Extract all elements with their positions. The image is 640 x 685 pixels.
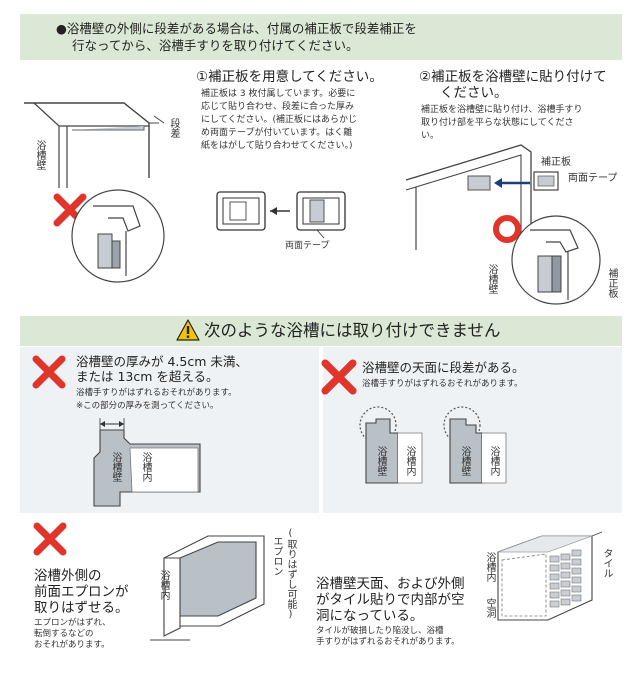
case2-label-wall-2: 浴槽壁	[459, 446, 470, 476]
red-x-icon	[321, 359, 357, 395]
case4-line3: 洞になっている。	[316, 608, 424, 624]
case2-note: 浴槽手すりがはずれるおそれがあります。	[362, 379, 523, 389]
step2-label-tape: 両面テープ	[568, 173, 618, 184]
label-step: 段差	[168, 118, 179, 138]
case4-label-inside: 浴槽内	[484, 552, 495, 582]
case2-label-inside-1: 浴槽内	[404, 446, 415, 476]
step2-label-plate-vertical: 補正板	[606, 268, 617, 298]
case3-note1: エプロンがはずれ、	[34, 618, 111, 628]
apron-diagram	[150, 535, 265, 641]
tub-wall-plate-diagram	[405, 144, 559, 250]
case4-line1: 浴槽壁天面、および外側	[316, 576, 465, 592]
step-top-diagram-2	[443, 406, 507, 484]
case3-label-removable: (取りはずし可能)	[285, 528, 296, 620]
tile-hollow-diagram	[497, 531, 603, 621]
step1-title: ①補正板を用意してください。	[196, 69, 383, 85]
case3-line2: 前面エプロンが	[34, 584, 129, 600]
step-top-diagram-1	[359, 406, 423, 484]
step2-body-2: 取り付け部を平らな状態にしてくださ	[421, 118, 574, 128]
case4-label-hollow: 空洞	[484, 598, 495, 618]
wall-thickness-diagram	[93, 418, 201, 507]
top-banner-line2: 行なってから、浴槽手すりを取り付けてください。	[72, 38, 359, 53]
case4-note2: 手すりがはずれるおそれがあります。	[316, 637, 460, 647]
label-wall-left: 浴槽壁	[34, 140, 45, 170]
case3-note3: おそれがあります。	[34, 640, 110, 650]
case4-note1: タイルが破損したり陥没し、浴槽	[316, 626, 444, 636]
red-circle-ok-icon	[493, 215, 521, 243]
magnified-bad-mount	[71, 189, 165, 283]
step2-title-line2: ください。	[440, 85, 508, 101]
case1-note1: 浴槽手すりがはずれるおそれがあります。	[76, 388, 237, 398]
magnified-good-mount	[511, 215, 601, 305]
case1-line1: 浴槽壁の厚みが 4.5cm 未満、	[76, 354, 248, 369]
case2-label-inside-2: 浴槽内	[488, 446, 499, 476]
step1-body-5: 紙をはがして貼り合わせてください。)	[201, 141, 353, 151]
case1-label-wall: 浴槽壁	[110, 452, 121, 482]
case2-title: 浴槽壁の天面に段差がある。	[362, 360, 525, 375]
top-banner-line1: ●浴槽壁の外側に段差がある場合は、付属の補正板で段差補正を	[56, 21, 417, 36]
case3-label-apron: エプロン	[271, 536, 282, 576]
step2-title-line1: ②補正板を浴槽壁に貼り付けて	[419, 69, 607, 85]
top-banner: ●浴槽壁の外側に段差がある場合は、付属の補正板で段差補正を 行なってから、浴槽手…	[20, 14, 622, 60]
step2-body-3: い。	[421, 131, 440, 141]
case4-label-tile: タイル	[601, 548, 612, 578]
red-x-icon	[32, 355, 66, 389]
plates-illustration	[216, 191, 346, 239]
step1-body-4: め両面テープが付いています。はく離	[201, 128, 353, 138]
case1-line2: または 13cm を超える。	[76, 369, 219, 384]
case4-line2: がタイル貼りで内部が空	[316, 592, 465, 608]
case3-line1: 浴槽外側の	[34, 568, 102, 584]
warning-header-band	[20, 316, 622, 346]
step1-body-1: 補正板は 3 枚付属しています。必要に	[201, 89, 356, 99]
case2-label-wall-1: 浴槽壁	[375, 446, 386, 476]
case3-note2: 転倒するなどの	[34, 629, 94, 639]
step1-body-3: にしてください。(補正板にはあらかじ	[201, 115, 357, 125]
step1-body-2: 応じて貼り合わせ、段差に合った厚み	[201, 102, 355, 112]
case1-note2: ※この部分の厚みを測ってください。	[76, 401, 219, 411]
step2-label-plate: 補正板	[541, 157, 571, 168]
step2-body-1: 補正板を浴槽壁に貼り付け、浴槽手すり	[421, 105, 583, 115]
step1-tape-label: 両面テープ	[285, 241, 330, 251]
case3-label-inside: 浴槽内	[158, 570, 169, 600]
step2-label-wall: 浴槽壁	[486, 264, 497, 294]
red-x-icon	[33, 522, 67, 556]
warning-triangle-icon	[176, 319, 200, 341]
case3-line3: 取りはずせる。	[34, 600, 129, 616]
warning-header-text: 次のような浴槽には取り付けできません	[204, 321, 501, 340]
tub-step-diagram	[24, 102, 165, 188]
case1-label-inside: 浴槽内	[140, 452, 151, 482]
